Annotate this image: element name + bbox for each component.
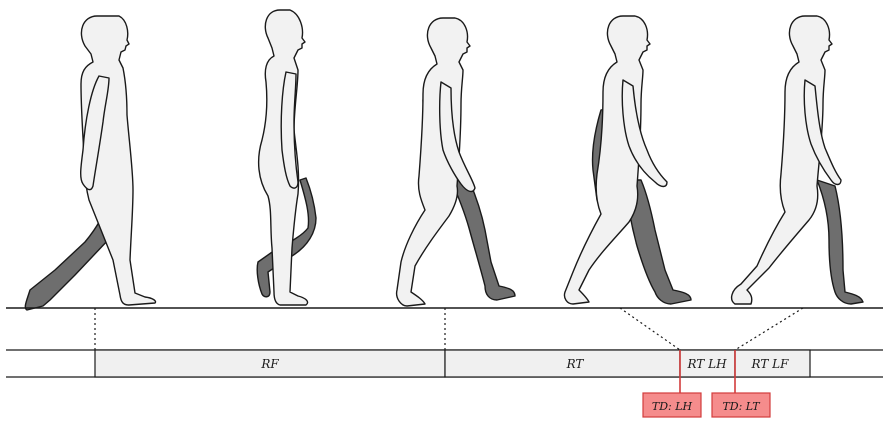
walker-figure-4 xyxy=(564,16,691,304)
walker-figure-2 xyxy=(257,10,316,305)
phase-label-rt: RT xyxy=(566,357,585,371)
body-light xyxy=(732,16,832,304)
phase-label-rt-lh: RT LH xyxy=(686,357,727,371)
walker-figure-1 xyxy=(25,16,155,310)
connector-dotted-4 xyxy=(735,308,803,350)
connector-dotted-3 xyxy=(620,308,680,350)
phase-bar-rf: RF xyxy=(95,350,445,377)
phase-bar-rt: RT xyxy=(445,350,680,377)
phase-bar-rt-lf: RT LF xyxy=(735,350,810,377)
far-leg-dark xyxy=(817,180,863,304)
event-label-td-lt: TD: LT xyxy=(722,400,761,413)
phase-label-rf: RF xyxy=(260,357,279,371)
far-leg-dark-lower xyxy=(451,180,515,300)
phase-bar-rt-lh: RT LH xyxy=(680,350,735,377)
walker-figure-3 xyxy=(397,18,515,306)
walker-figure-5 xyxy=(732,16,863,304)
event-label-td-lh: TD: LH xyxy=(652,400,693,413)
phase-label-rt-lf: RT LF xyxy=(751,357,790,371)
